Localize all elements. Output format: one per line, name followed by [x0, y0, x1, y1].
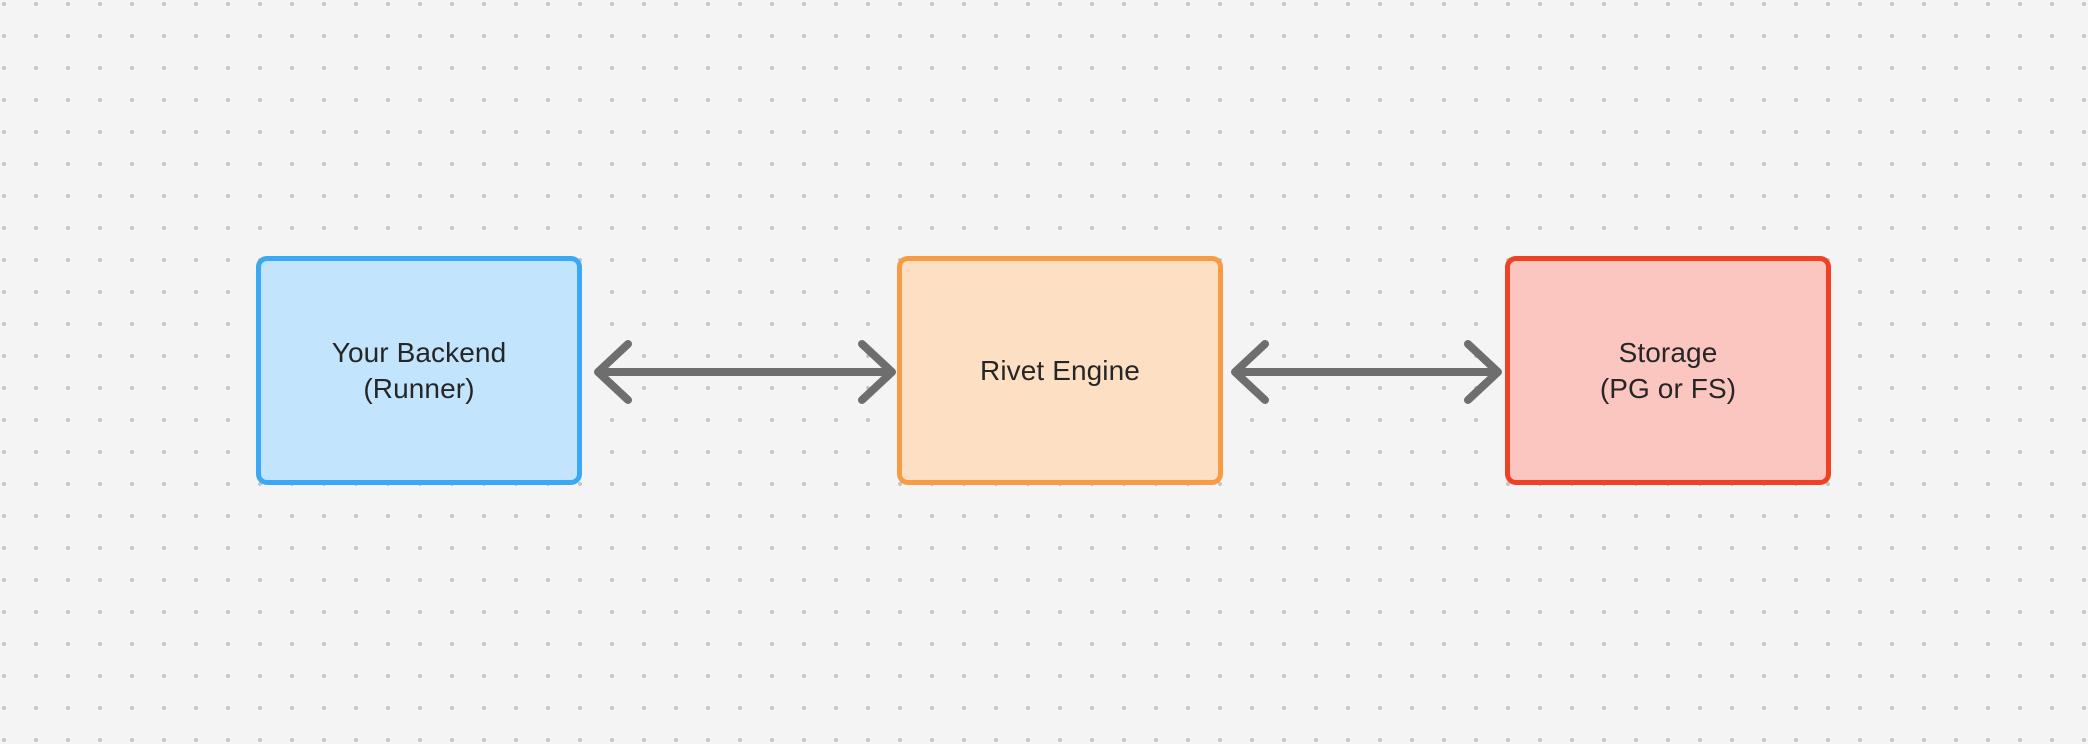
node-label-your-backend: Your Backend (Runner)	[331, 336, 507, 404]
connector-engine-storage[interactable]	[1225, 330, 1508, 414]
double-arrow-icon	[594, 340, 896, 404]
node-storage[interactable]: Storage (PG or FS)	[1505, 256, 1831, 485]
node-your-backend[interactable]: Your Backend (Runner)	[256, 256, 582, 485]
connector-backend-engine[interactable]	[588, 330, 902, 414]
node-rivet-engine[interactable]: Rivet Engine	[897, 256, 1223, 485]
node-label-storage: Storage (PG or FS)	[1599, 336, 1737, 404]
double-arrow-icon	[1231, 340, 1502, 404]
node-label-rivet-engine: Rivet Engine	[980, 354, 1140, 386]
